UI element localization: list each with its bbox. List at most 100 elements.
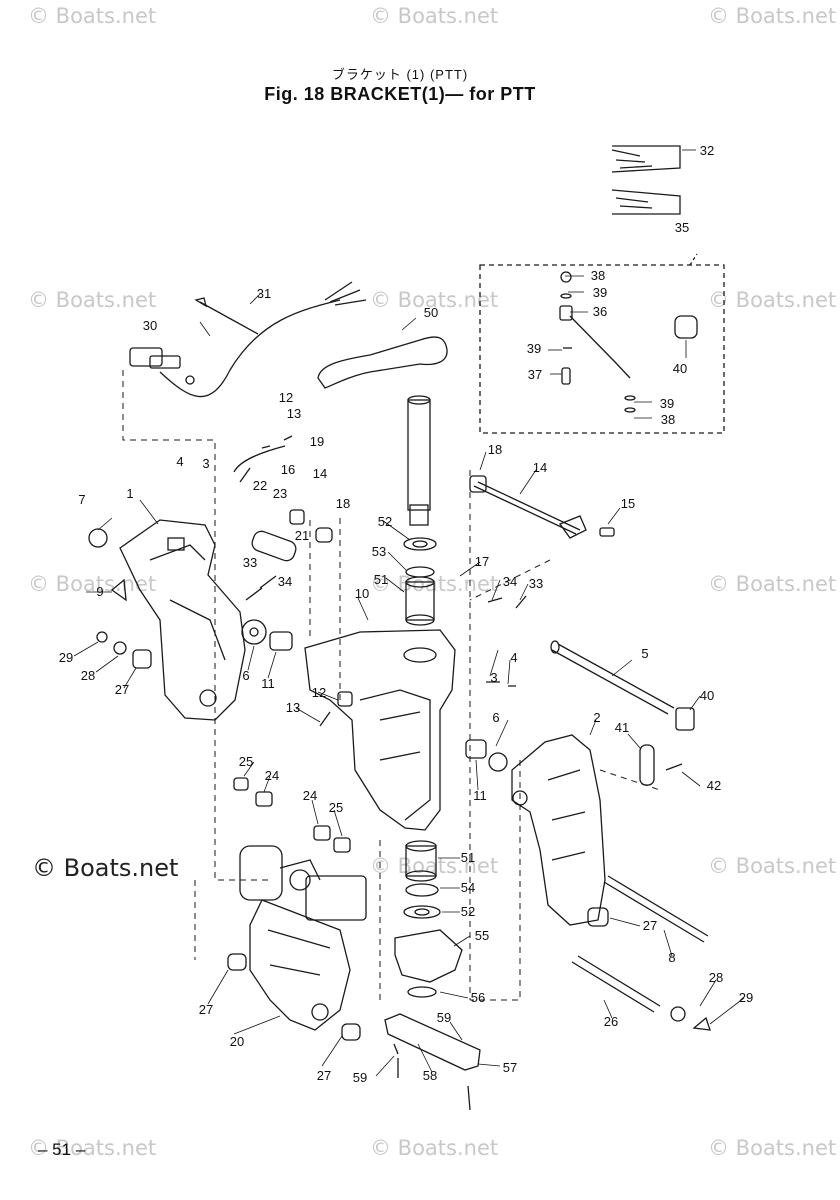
part-callout-27: 27 xyxy=(199,1002,213,1017)
watermark: © Boats.net xyxy=(370,288,499,312)
part-callout-9: 9 xyxy=(96,584,103,599)
tilt-shaft xyxy=(407,395,431,526)
watermark: © Boats.net xyxy=(28,4,157,28)
part-callout-35: 35 xyxy=(675,220,689,235)
tilt-tube xyxy=(550,640,675,715)
watermark: © Boats.net xyxy=(708,572,837,596)
figure-title: Fig. 18 BRACKET(1)— for PTT xyxy=(264,84,536,104)
rod-26 xyxy=(571,955,661,1013)
part-callout-21: 21 xyxy=(295,528,309,543)
part-callout-16: 16 xyxy=(281,462,295,477)
watermark: © Boats.net xyxy=(370,1136,499,1160)
part-callout-29: 29 xyxy=(739,990,753,1005)
part-callout-27: 27 xyxy=(643,918,657,933)
watermark: © Boats.net xyxy=(708,288,837,312)
part-callout-11: 11 xyxy=(473,788,487,803)
trim-sender xyxy=(129,347,195,385)
part-callout-39: 39 xyxy=(593,285,607,300)
part-callout-4: 4 xyxy=(176,454,183,469)
part-callout-22: 22 xyxy=(253,478,267,493)
watermark: © Boats.net xyxy=(32,854,179,882)
part-callout-59: 59 xyxy=(353,1070,367,1085)
watermark: © Boats.net xyxy=(370,4,499,28)
part-callout-14: 14 xyxy=(313,466,327,481)
part-callout-3: 3 xyxy=(202,456,209,471)
stern-bracket-right xyxy=(511,734,606,926)
stopper-plate xyxy=(384,1013,481,1071)
wire-harness xyxy=(611,145,681,215)
part-callout-18: 18 xyxy=(488,442,502,457)
part-callout-30: 30 xyxy=(143,318,157,333)
watermark: © Boats.net xyxy=(28,1136,157,1160)
part-callout-40: 40 xyxy=(700,688,714,703)
part-callout-13: 13 xyxy=(286,700,300,715)
part-callout-26: 26 xyxy=(604,1014,618,1029)
part-callout-42: 42 xyxy=(707,778,721,793)
part-callout-59: 59 xyxy=(437,1010,451,1025)
tilt-lever xyxy=(317,336,448,389)
part-callout-3: 3 xyxy=(490,670,497,685)
part-callout-5: 5 xyxy=(641,646,648,661)
part-callout-6: 6 xyxy=(492,710,499,725)
part-callout-33: 33 xyxy=(529,576,543,591)
part-callout-15: 15 xyxy=(621,496,635,511)
trim-sender-cable xyxy=(159,299,341,398)
watermark: © Boats.net xyxy=(708,1136,837,1160)
part-callout-23: 23 xyxy=(273,486,287,501)
part-callout-32: 32 xyxy=(700,143,714,158)
upper-bushing xyxy=(405,576,435,626)
part-callout-55: 55 xyxy=(475,928,489,943)
part-callout-39: 39 xyxy=(660,396,674,411)
part-callout-24: 24 xyxy=(265,768,279,783)
part-callout-2: 2 xyxy=(593,710,600,725)
part-callout-12: 12 xyxy=(312,685,326,700)
part-callout-53: 53 xyxy=(372,544,386,559)
tilt-tube-nut xyxy=(675,707,695,731)
part-callout-27: 27 xyxy=(115,682,129,697)
swivel-bracket xyxy=(304,629,456,831)
part-callout-13: 13 xyxy=(287,406,301,421)
plate-41 xyxy=(639,744,655,786)
part-callout-38: 38 xyxy=(591,268,605,283)
part-callout-10: 10 xyxy=(355,586,369,601)
part-callout-51: 51 xyxy=(374,572,388,587)
part-callout-52: 52 xyxy=(461,904,475,919)
part-callout-34: 34 xyxy=(278,574,292,589)
part-callout-52: 52 xyxy=(378,514,392,529)
part-callout-14: 14 xyxy=(533,460,547,475)
part-callout-28: 28 xyxy=(81,668,95,683)
part-callout-31: 31 xyxy=(257,286,271,301)
part-callout-40: 40 xyxy=(673,361,687,376)
part-callout-25: 25 xyxy=(329,800,343,815)
lower-mount-55 xyxy=(394,929,463,983)
part-callout-50: 50 xyxy=(424,305,438,320)
page-number: – 51 – xyxy=(38,1140,86,1159)
lower-bushing xyxy=(405,840,437,882)
part-callout-8: 8 xyxy=(668,950,675,965)
part-callout-56: 56 xyxy=(471,990,485,1005)
part-callout-25: 25 xyxy=(239,754,253,769)
rod-8 xyxy=(603,875,709,943)
inset-box xyxy=(479,264,725,434)
part-callout-33: 33 xyxy=(243,555,257,570)
part-callout-38: 38 xyxy=(661,412,675,427)
part-callout-34: 34 xyxy=(503,574,517,589)
stern-bracket-left xyxy=(119,519,246,721)
ptt-unit xyxy=(239,845,367,1031)
watermark: © Boats.net xyxy=(28,288,157,312)
part-callout-12: 12 xyxy=(279,390,293,405)
part-callout-41: 41 xyxy=(615,720,629,735)
part-callout-36: 36 xyxy=(593,304,607,319)
part-callout-57: 57 xyxy=(503,1060,517,1075)
watermark: © Boats.net xyxy=(708,4,837,28)
part-callout-51: 51 xyxy=(461,850,475,865)
part-callout-29: 29 xyxy=(59,650,73,665)
part-callout-7: 7 xyxy=(78,492,85,507)
part-callout-19: 19 xyxy=(310,434,324,449)
part-callout-28: 28 xyxy=(709,970,723,985)
part-callout-4: 4 xyxy=(510,650,517,665)
part-callout-24: 24 xyxy=(303,788,317,803)
part-callout-54: 54 xyxy=(461,880,475,895)
part-callout-20: 20 xyxy=(230,1034,244,1049)
part-callout-39: 39 xyxy=(527,341,541,356)
